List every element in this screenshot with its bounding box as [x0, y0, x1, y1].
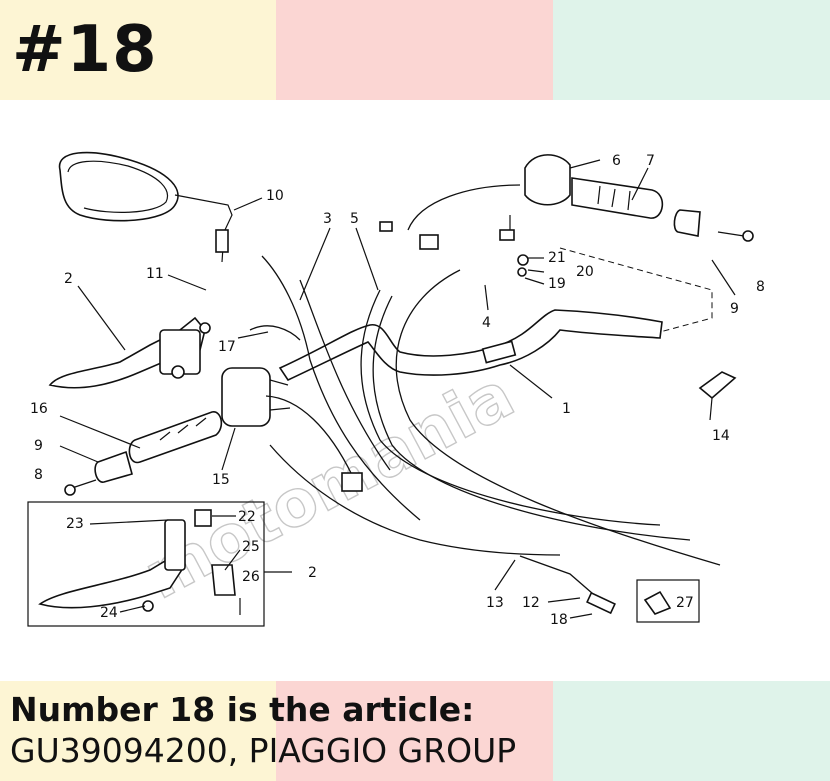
callout-18: 18 [550, 612, 568, 628]
callout-3: 3 [323, 211, 332, 227]
page-title: #18 [12, 13, 158, 87]
callout-8: 8 [756, 279, 765, 295]
callout-24: 24 [100, 605, 118, 621]
callout-26: 26 [242, 569, 260, 585]
callout-8-left: 8 [34, 467, 43, 483]
inset-lever-assembly [27, 501, 292, 627]
callout-17: 17 [218, 339, 236, 355]
callout-labels: 1 2 2 3 4 5 6 7 8 8 9 9 10 11 12 13 14 1… [30, 153, 765, 628]
watermark-text: motomania [133, 358, 526, 614]
watermark: motomania [132, 358, 526, 615]
leader-lines [59, 159, 736, 619]
callout-20: 20 [576, 264, 594, 280]
part-handlebar [278, 309, 663, 382]
band-mint [553, 0, 830, 100]
callout-25: 25 [242, 539, 260, 555]
callout-1: 1 [562, 401, 571, 417]
callout-10: 10 [266, 188, 284, 204]
caption-heading: Number 18 is the article: [10, 690, 475, 729]
callout-21: 21 [548, 250, 566, 266]
parts-diagram: motomania [27, 151, 765, 628]
callout-9: 9 [730, 301, 739, 317]
part-left-grip [64, 411, 223, 496]
callout-2-inset: 2 [308, 565, 317, 581]
callout-15: 15 [212, 472, 230, 488]
part-mirror [58, 151, 233, 263]
callout-19: 19 [548, 276, 566, 292]
callout-9-left: 9 [34, 438, 43, 454]
callout-7: 7 [646, 153, 655, 169]
part-left-switch [221, 367, 363, 492]
callout-12: 12 [522, 595, 540, 611]
bottom-color-band [0, 681, 830, 781]
callout-23: 23 [66, 516, 84, 532]
caption-article: GU39094200, PIAGGIO GROUP [10, 731, 517, 770]
callout-5: 5 [350, 211, 359, 227]
part-small-fittings [499, 215, 529, 277]
callout-6: 6 [612, 153, 621, 169]
callout-16: 16 [30, 401, 48, 417]
top-color-band [0, 0, 830, 100]
part-right-controls [524, 154, 754, 333]
cables [249, 184, 721, 601]
band-pink-bottom [276, 681, 553, 781]
callout-22: 22 [238, 509, 256, 525]
callout-2: 2 [64, 271, 73, 287]
band-yellow [0, 0, 276, 100]
callout-27: 27 [676, 595, 694, 611]
part-18 [586, 591, 616, 615]
part-clip [698, 371, 737, 400]
callout-4: 4 [482, 315, 491, 331]
band-yellow-bottom [0, 681, 276, 781]
callout-11: 11 [146, 266, 164, 282]
band-mint-bottom [553, 681, 830, 781]
band-pink [276, 0, 553, 100]
callout-14: 14 [712, 428, 730, 444]
part-left-lever [48, 316, 211, 389]
callout-13: 13 [486, 595, 504, 611]
inset-27 [636, 579, 700, 623]
